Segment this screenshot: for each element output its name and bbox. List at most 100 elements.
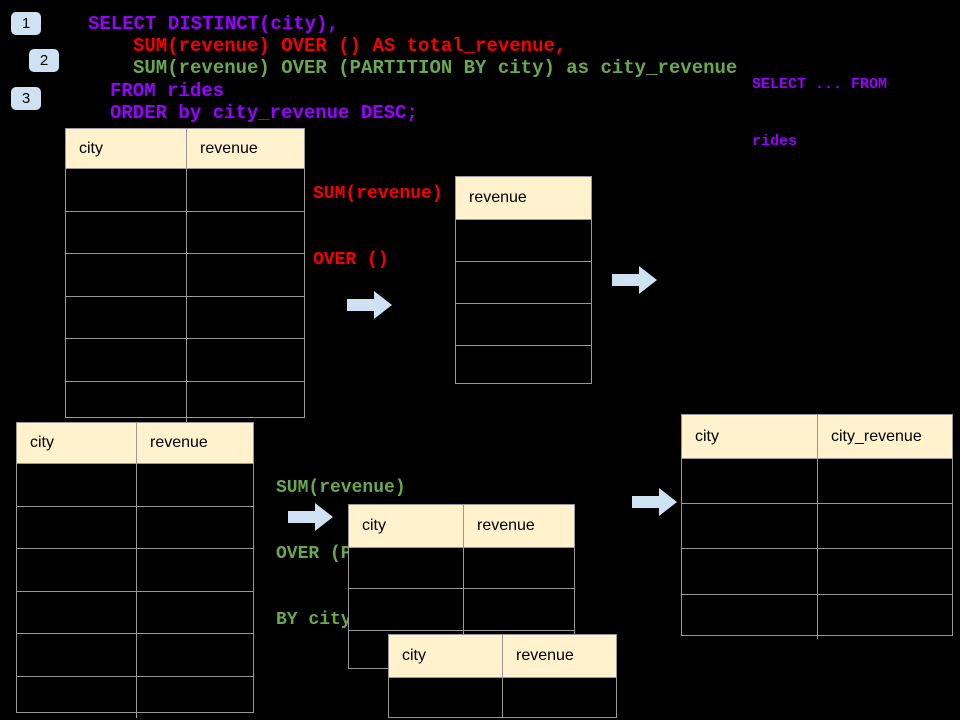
table-header-row: city revenue bbox=[349, 505, 574, 547]
header-cell: revenue bbox=[200, 139, 258, 157]
header-cell: city bbox=[682, 415, 818, 458]
table-cell bbox=[187, 254, 304, 296]
sql-line-total-revenue: SUM(revenue) OVER () AS total_revenue, bbox=[133, 35, 567, 57]
table-row bbox=[456, 219, 591, 261]
step-badge-2: 2 bbox=[29, 49, 59, 72]
table-cell bbox=[818, 504, 952, 548]
sql-line-order-by: ORDER by city_revenue DESC; bbox=[110, 102, 418, 124]
table-row bbox=[349, 547, 574, 589]
table-cell bbox=[456, 220, 591, 261]
table-cell bbox=[66, 296, 187, 338]
table-cell bbox=[456, 304, 591, 345]
table-row bbox=[456, 345, 591, 387]
table-cell bbox=[464, 548, 574, 588]
table-cell bbox=[66, 339, 187, 381]
sql-line-select: SELECT DISTINCT(city), bbox=[88, 13, 339, 35]
table-cell bbox=[137, 677, 253, 719]
right-arrow-icon bbox=[632, 488, 677, 516]
header-cell: city bbox=[349, 505, 464, 547]
table-cell bbox=[187, 212, 304, 254]
table-row bbox=[66, 338, 304, 381]
side-note-line-1: SELECT ... FROM bbox=[752, 76, 888, 93]
right-arrow-icon bbox=[288, 503, 333, 531]
header-cell: city bbox=[389, 635, 503, 677]
table-cell bbox=[503, 678, 616, 718]
table-row bbox=[682, 503, 952, 549]
table-row bbox=[682, 593, 952, 639]
table-cell bbox=[456, 346, 591, 387]
table-cell bbox=[818, 549, 952, 593]
table-cell bbox=[17, 464, 137, 506]
table-cell bbox=[682, 594, 818, 639]
table-cell bbox=[137, 634, 253, 676]
step-badge-1: 1 bbox=[11, 12, 41, 35]
table-row bbox=[66, 210, 304, 254]
table-row bbox=[17, 505, 253, 549]
table-header-row: revenue bbox=[456, 177, 591, 219]
table-row bbox=[17, 463, 253, 506]
table-cell bbox=[187, 297, 304, 339]
table-cell bbox=[137, 464, 253, 506]
table-cell bbox=[17, 634, 137, 676]
table-cell bbox=[17, 506, 137, 548]
table-header-row: city revenue bbox=[66, 129, 304, 168]
table-header-row: city revenue bbox=[17, 423, 253, 463]
table-cell bbox=[818, 459, 952, 503]
table-cell bbox=[349, 589, 464, 630]
table-cell bbox=[682, 549, 818, 594]
annotation-line: OVER () bbox=[313, 250, 389, 270]
source-table-top: city revenue bbox=[65, 128, 305, 423]
table-row bbox=[349, 588, 574, 630]
table-row bbox=[389, 677, 616, 718]
table-row bbox=[456, 261, 591, 303]
right-arrow-icon bbox=[612, 266, 657, 294]
table-cell bbox=[187, 382, 304, 424]
header-cell: city bbox=[66, 129, 187, 168]
header-cell: revenue bbox=[469, 189, 527, 206]
table-header-row: city city_revenue bbox=[682, 415, 952, 458]
table-row bbox=[17, 675, 253, 719]
source-table-bottom: city revenue bbox=[16, 422, 254, 718]
table-row bbox=[66, 295, 304, 339]
table-cell bbox=[818, 595, 952, 639]
table-cell bbox=[66, 254, 187, 296]
table-row bbox=[17, 633, 253, 676]
table-cell bbox=[682, 504, 818, 549]
table-cell bbox=[17, 549, 137, 591]
table-cell bbox=[187, 169, 304, 211]
sql-line-from: FROM rides bbox=[110, 80, 225, 102]
step-badge-3: 3 bbox=[11, 87, 41, 110]
side-note-line-2: rides bbox=[752, 133, 798, 150]
table-cell bbox=[137, 507, 253, 549]
table-row bbox=[456, 303, 591, 345]
table-row bbox=[682, 458, 952, 504]
header-cell: city bbox=[17, 423, 137, 463]
header-cell: city_revenue bbox=[831, 427, 922, 445]
annotation-line: SUM(revenue) bbox=[313, 184, 443, 204]
table-row bbox=[66, 168, 304, 211]
annotation-sum-over-all: SUM(revenue) OVER () bbox=[313, 139, 443, 315]
right-arrow-icon bbox=[347, 291, 392, 319]
total-revenue-table: revenue bbox=[455, 176, 592, 384]
table-cell bbox=[464, 589, 574, 629]
header-cell: revenue bbox=[477, 517, 535, 534]
table-cell bbox=[187, 339, 304, 381]
table-cell bbox=[66, 169, 187, 211]
city-revenue-result-table: city city_revenue bbox=[681, 414, 953, 639]
annotation-line: SUM(revenue) bbox=[276, 478, 406, 498]
header-cell: revenue bbox=[150, 434, 208, 451]
table-row bbox=[682, 548, 952, 594]
table-row bbox=[66, 380, 304, 424]
table-cell bbox=[389, 678, 503, 718]
table-cell bbox=[137, 592, 253, 634]
table-row bbox=[17, 548, 253, 591]
table-cell bbox=[17, 591, 137, 633]
table-cell bbox=[66, 381, 187, 423]
table-row bbox=[66, 253, 304, 296]
sql-line-city-revenue: SUM(revenue) OVER (PARTITION BY city) as… bbox=[133, 57, 738, 79]
side-note-select-from-rides: SELECT ... FROM rides bbox=[752, 37, 887, 189]
table-cell bbox=[682, 459, 818, 504]
table-cell bbox=[456, 262, 591, 303]
